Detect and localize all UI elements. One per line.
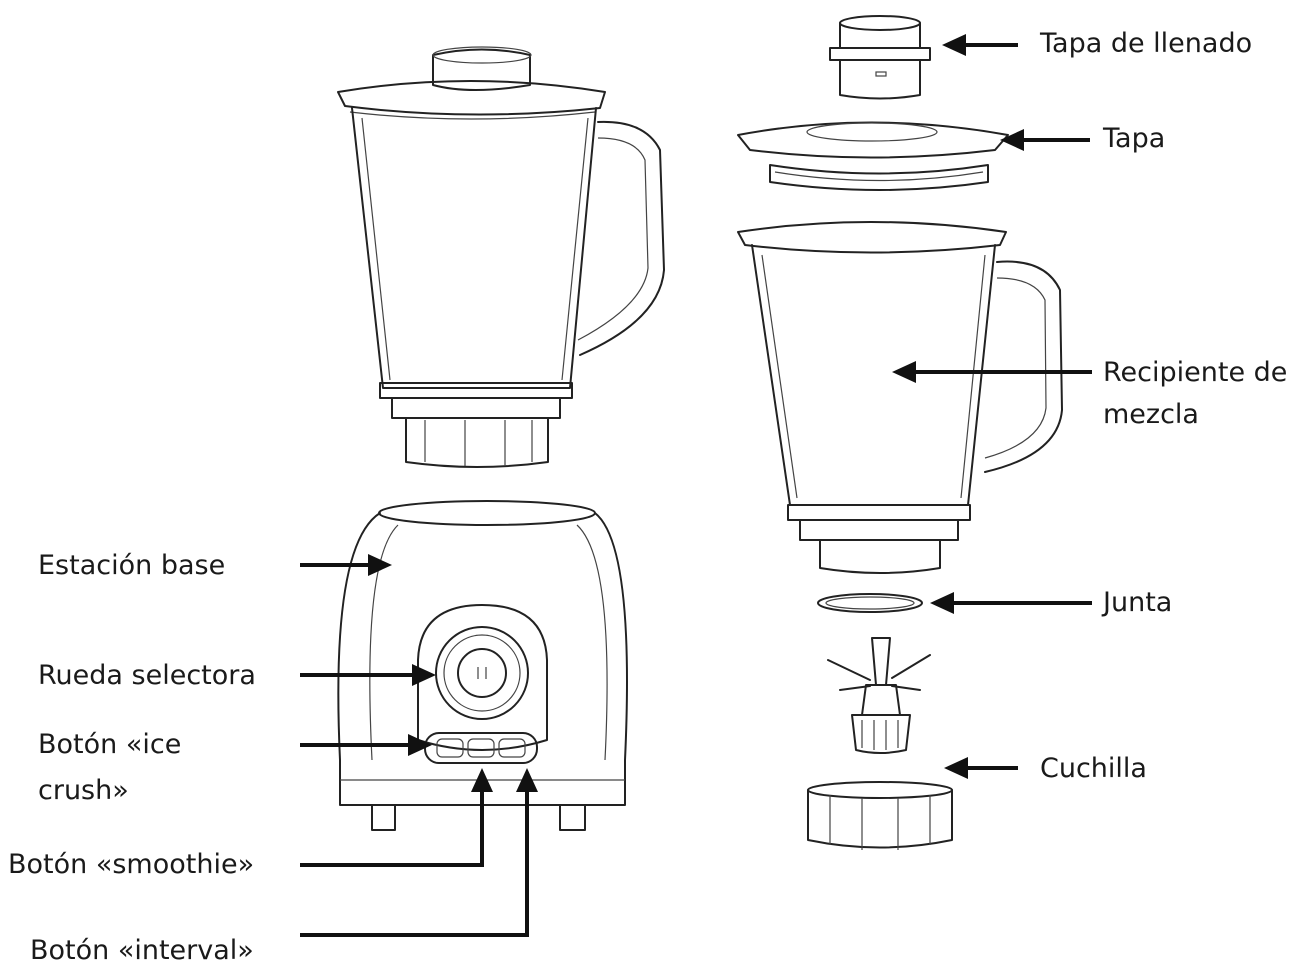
label-filling-cap: Tapa de llenado — [1040, 28, 1253, 59]
label-gasket: Junta — [1103, 587, 1173, 618]
label-mixing-jug-line2: mezcla — [1103, 399, 1199, 430]
assembled-jug — [337, 46, 665, 468]
label-ice-crush-line1: Botón «ice — [38, 729, 182, 760]
label-smoothie-button: Botón «smoothie» — [8, 849, 255, 880]
label-base-station: Estación base — [38, 550, 226, 581]
lid-part — [737, 121, 1009, 191]
label-selector-wheel: Rueda selectora — [38, 660, 256, 691]
callout-arrows — [300, 34, 1092, 937]
mixing-jug-part — [737, 221, 1063, 574]
label-interval-button: Botón «interval» — [30, 935, 254, 966]
gasket-part — [817, 593, 923, 613]
label-ice-crush-line2: crush» — [38, 775, 129, 806]
label-mixing-jug-line1: Recipiente de — [1103, 357, 1288, 388]
filling-cap-part — [829, 15, 931, 100]
label-blade: Cuchilla — [1040, 753, 1147, 784]
label-lid: Tapa — [1103, 123, 1166, 154]
assembled-base — [337, 500, 628, 831]
blade-part — [807, 637, 953, 850]
